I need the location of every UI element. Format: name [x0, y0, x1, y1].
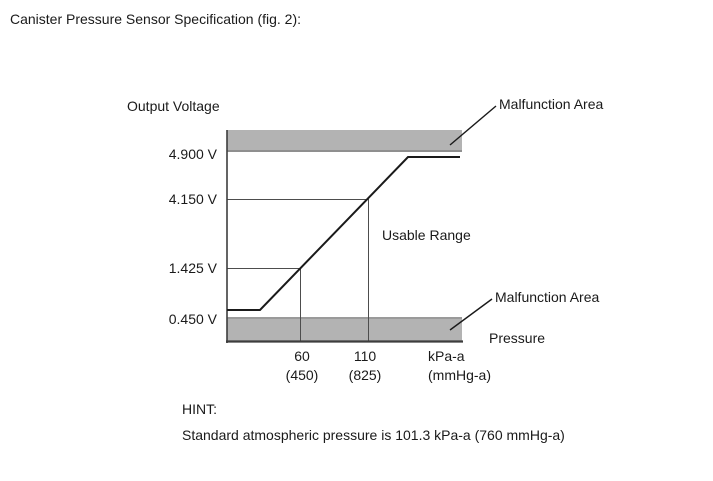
y-tick-1425mv: 1.425 V: [168, 260, 217, 276]
y-tick-0450mv: 0.450 V: [168, 311, 217, 327]
hint-text: Standard atmospheric pressure is 101.3 k…: [182, 427, 565, 443]
y-axis-title: Output Voltage: [127, 98, 220, 114]
leader-line-malfunction-top: [449, 105, 497, 146]
malfunction-area-label-bottom: Malfunction Area: [495, 289, 600, 305]
x-tick-110: 110: [353, 348, 377, 364]
usable-range-label: Usable Range: [382, 227, 471, 243]
malfunction-area-label-top: Malfunction Area: [499, 96, 604, 112]
x-tick-450: (450): [285, 367, 319, 383]
x-axis-title: Pressure: [489, 330, 546, 346]
page-title: Canister Pressure Sensor Specification (…: [10, 11, 302, 27]
sensor-output-curve: [227, 156, 460, 311]
x-tick-60: 60: [294, 348, 310, 364]
malfunction-band-bottom: [227, 317, 462, 342]
x-tick-825: (825): [348, 367, 382, 383]
reference-lines: [227, 199, 369, 342]
y-tick-4150mv: 4.150 V: [168, 191, 217, 207]
hint-heading: HINT:: [182, 401, 217, 417]
y-tick-4900mv: 4.900 V: [168, 146, 217, 162]
malfunction-band-top: [227, 130, 462, 152]
x-unit-kpa: kPa-a: [428, 348, 465, 364]
leader-line-malfunction-bottom: [449, 298, 493, 331]
x-unit-mmhg: (mmHg-a): [428, 367, 491, 383]
